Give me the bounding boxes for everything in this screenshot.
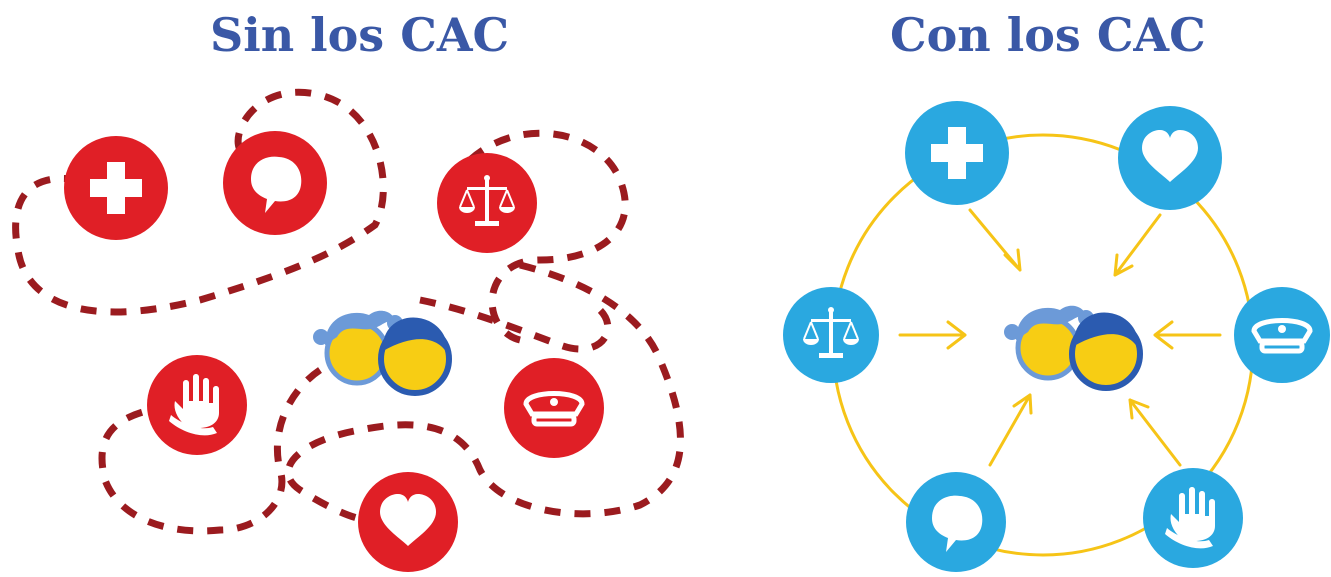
helping-hand-icon: [147, 355, 247, 455]
children-pair-icon: [313, 311, 449, 393]
heart-icon: [1118, 106, 1222, 210]
police-cap-icon: [504, 358, 604, 458]
without-cac-panel: Sin los CAC: [12, 8, 684, 572]
with-cac-panel: Con los CAC: [700, 0, 1331, 577]
heart-icon: [358, 472, 458, 572]
helping-hand-icon: [1143, 468, 1243, 568]
brain-icon: [906, 472, 1006, 572]
scattered-path-lines: [12, 88, 684, 535]
medical-cross-icon: [64, 136, 168, 240]
medical-cross-icon: [905, 101, 1009, 205]
children-pair-icon: [1004, 306, 1140, 388]
brain-icon: [223, 131, 327, 235]
coordinated-services-diagram: [783, 101, 1330, 572]
scales-of-justice-icon: [783, 287, 879, 383]
scales-of-justice-icon: [437, 153, 537, 253]
panel-title-with: Con los CAC: [890, 8, 1206, 62]
panel-title-without: Sin los CAC: [210, 8, 510, 62]
arrows-to-center: [898, 208, 1222, 467]
police-cap-icon: [1234, 287, 1330, 383]
scattered-services-diagram: [12, 88, 684, 572]
